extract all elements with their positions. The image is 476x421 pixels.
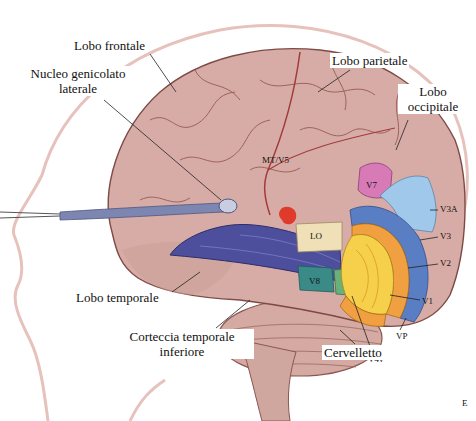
lobe-label: Lobo occipitale: [398, 84, 468, 114]
cortex-label: Corteccia temporale inferiore: [110, 329, 254, 359]
leader-line: [216, 300, 250, 328]
area-mt-v5: [279, 207, 296, 225]
leader-line: [400, 318, 406, 330]
lobe-label: Lobo temporale: [74, 290, 161, 305]
calcarine-folds: [356, 244, 378, 308]
leader-line: [150, 54, 176, 92]
area-label: V8: [309, 276, 320, 286]
lateral-geniculate-nucleus: [219, 199, 237, 213]
area-label: VP: [396, 331, 408, 341]
area-label: LO: [310, 231, 322, 241]
leader-line: [318, 70, 350, 92]
gyri: [140, 60, 400, 202]
leader-line: [340, 330, 355, 344]
lobe-label: Lobo frontale: [72, 38, 147, 53]
blood-vessel: [265, 52, 300, 215]
area-v2-lower: [340, 296, 386, 326]
area-label: V7: [366, 180, 377, 190]
area-v8: [298, 266, 334, 292]
leader-line: [396, 120, 408, 150]
lobe-label: Lobo parietale: [330, 53, 409, 68]
neck-outline: [130, 380, 165, 421]
cerebellum-label: Cervelletto: [322, 345, 384, 360]
area-lo: [296, 222, 342, 252]
area-label: V3: [440, 231, 451, 241]
pointer-line: [0, 216, 60, 218]
optic-tract: [60, 203, 224, 220]
pointer-line: [0, 212, 60, 214]
nucleus-label: Nucleo genicolato laterale: [14, 66, 142, 96]
leader-line: [430, 210, 438, 211]
leader-line: [420, 237, 438, 240]
area-label: V1: [422, 296, 433, 306]
area-label: V2: [440, 258, 451, 268]
leader-line: [408, 264, 438, 268]
leader-line: [390, 295, 420, 300]
leader-line: [104, 100, 221, 200]
area-label: V3A: [440, 204, 458, 214]
leader-line: [172, 272, 200, 292]
head-outline: [13, 26, 467, 421]
corner-mark: E: [462, 398, 468, 408]
area-label: MT/V5: [262, 155, 289, 165]
